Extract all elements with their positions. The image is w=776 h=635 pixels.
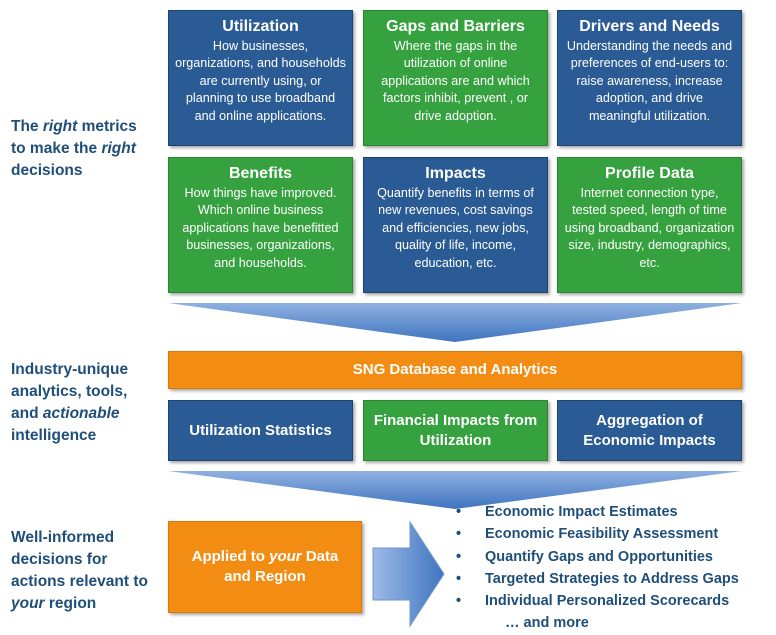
- right-arrow: [372, 520, 445, 628]
- analytics-box-aggregation: Aggregation of Economic Impacts: [557, 400, 742, 461]
- side-label-decisions: Well-informed decisions for actions rele…: [11, 529, 148, 612]
- list-item: •Individual Personalized Scorecards: [456, 593, 730, 610]
- metric-box-benefits: Benefits How things have improved. Which…: [168, 157, 353, 293]
- list-item: •Economic Impact Estimates: [456, 504, 678, 520]
- list-item: •Quantify Gaps and Opportunities: [456, 548, 713, 565]
- database-bar: SNG Database and Analytics: [168, 351, 742, 389]
- applied-box: Applied to your Data and Region: [168, 521, 362, 613]
- funnel-bottom: [168, 471, 742, 509]
- outcomes-list: •Economic Impact Estimates •Economic Fea…: [456, 501, 774, 635]
- more-text: … and more: [505, 615, 589, 632]
- side-label-analytics: Industry-unique analytics, tools, and ac…: [11, 361, 129, 444]
- metric-box-impacts: Impacts Quantify benefits in terms of ne…: [363, 157, 548, 293]
- metric-box-profile-data: Profile Data Internet connection type, t…: [557, 157, 742, 293]
- metric-box-utilization: Utilization How businesses, organization…: [168, 10, 353, 146]
- analytics-box-utilization-statistics: Utilization Statistics: [168, 400, 353, 461]
- analytics-box-financial-impacts: Financial Impacts from Utilization: [363, 400, 548, 461]
- side-label-metrics: The right metrics to make the right deci…: [11, 118, 137, 179]
- metric-box-drivers-needs: Drivers and Needs Understanding the need…: [557, 10, 742, 146]
- funnel-top: [168, 303, 742, 342]
- metric-box-gaps-barriers: Gaps and Barriers Where the gaps in the …: [363, 10, 548, 146]
- list-item: •Economic Feasibility Assessment: [456, 526, 719, 543]
- list-item: •Targeted Strategies to Address Gaps: [456, 570, 739, 587]
